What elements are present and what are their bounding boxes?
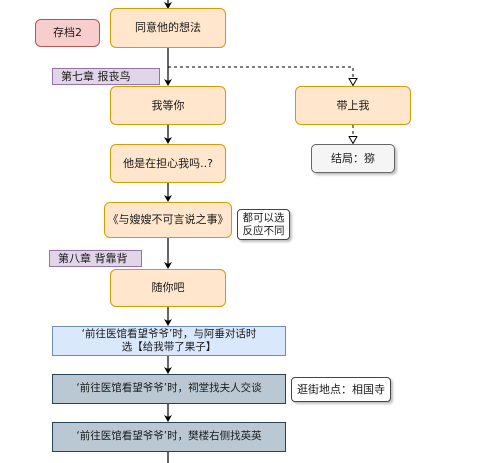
chapter-7-label: 第七章 报丧鸟 xyxy=(52,68,160,85)
reaction-note: 都可以选 反应不同 xyxy=(237,209,290,240)
ending-node[interactable]: 结局：猕 xyxy=(311,144,395,173)
hospital-talk-node[interactable]: ‘前往医馆看望爷爷’时，与阿垂对话时 选【给我带了果子】 xyxy=(52,326,286,356)
chapter-8-label: 第八章 背靠背 xyxy=(49,250,142,267)
as-you-wish-node[interactable]: 随你吧 xyxy=(110,269,226,307)
worry-node[interactable]: 他是在担心我吗..? xyxy=(110,144,226,183)
unspeakable-node[interactable]: 《与嫂嫂不可言说之事》 xyxy=(104,202,232,238)
hospital-yingying-node[interactable]: ‘前往医馆看望爷爷’时，樊楼右侧找英英 xyxy=(52,422,286,452)
take-me-node[interactable]: 带上我 xyxy=(295,86,411,125)
stroll-location-note: 逛街地点：相国寺 xyxy=(291,377,391,402)
edge-agree-to-take-me xyxy=(168,66,353,85)
agree-idea-node[interactable]: 同意他的想法 xyxy=(110,8,226,48)
wait-you-node[interactable]: 我等你 xyxy=(110,86,226,125)
hospital-madam-node[interactable]: ‘前往医馆看望爷爷’时，祠堂找夫人交谈 xyxy=(52,374,286,404)
save-slot-node[interactable]: 存档2 xyxy=(35,19,100,47)
